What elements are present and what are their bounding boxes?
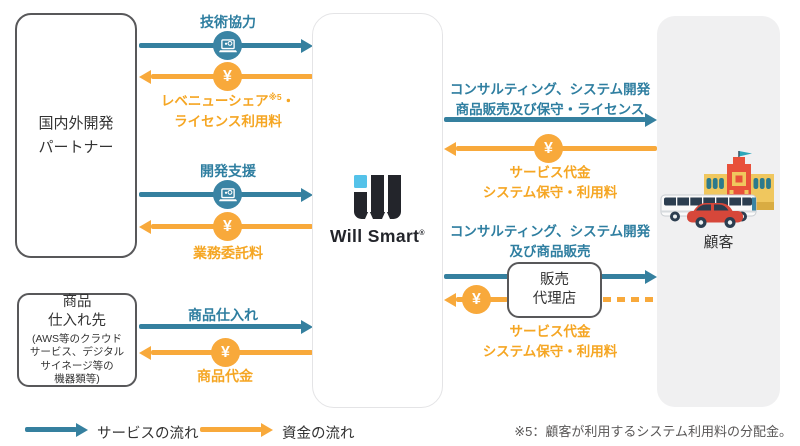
service-fee-line1: サービス代金 bbox=[509, 165, 591, 180]
legend-service-label: サービスの流れ bbox=[97, 426, 199, 442]
yen-symbol: ¥ bbox=[223, 217, 232, 235]
dealer-box: 販売 代理店 bbox=[507, 262, 602, 318]
yen-symbol: ¥ bbox=[223, 67, 232, 85]
laptop-icon bbox=[213, 180, 242, 209]
service-arrow-consulting-sales bbox=[444, 117, 646, 122]
label-consulting-dealer: コンサルティング、システム開発 及び商品販売 bbox=[444, 222, 656, 263]
label-dev-support: 開発支援 bbox=[200, 163, 256, 179]
yen-icon: ¥ bbox=[534, 134, 563, 163]
partner-label: 国内外開発 パートナー bbox=[38, 115, 114, 156]
customer-label: 顧客 bbox=[703, 234, 734, 251]
trademark-symbol: ® bbox=[419, 229, 425, 237]
dealer-service-fee-line1: サービス代金 bbox=[509, 324, 591, 339]
consulting-line2: 商品販売及び保守・ライセンス bbox=[455, 102, 645, 118]
revenue-share-footnote-ref: ※5 bbox=[268, 92, 282, 102]
yen-icon: ¥ bbox=[213, 62, 242, 91]
label-service-fee: サービス代金 システム保守・利用料 bbox=[444, 163, 656, 204]
service-arrow-product-purchase bbox=[139, 324, 302, 329]
supplier-box: 商品 仕入れ先 (AWS等のクラウド サービス、デジタル サイネージ等の 機器類… bbox=[17, 293, 137, 387]
yen-symbol: ¥ bbox=[544, 139, 553, 157]
customer-illustration bbox=[660, 151, 774, 228]
will-smart-logo-icon bbox=[354, 174, 401, 219]
label-product-purchase: 商品仕入れ bbox=[188, 307, 258, 323]
brand-name: Will Smart® bbox=[330, 226, 425, 247]
laptop-icon bbox=[213, 31, 242, 60]
supplier-title: 商品 仕入れ先 bbox=[48, 293, 106, 329]
arrowhead-right-icon bbox=[301, 320, 313, 334]
supplier-detail: (AWS等のクラウド サービス、デジタル サイネージ等の 機器類等) bbox=[29, 332, 125, 386]
license-fee-text: ライセンス利用料 bbox=[174, 113, 282, 129]
partner-box: 国内外開発 パートナー bbox=[15, 13, 137, 258]
brand-text: Will Smart bbox=[330, 225, 420, 246]
dealer-label: 販売 代理店 bbox=[532, 272, 577, 307]
service-fee-line2: システム保守・利用料 bbox=[482, 185, 618, 201]
revenue-share-text: レベニューシェア bbox=[160, 93, 269, 109]
arrowhead-right-icon bbox=[76, 423, 88, 437]
arrowhead-right-icon bbox=[301, 39, 313, 53]
footnote: ※5：顧客が利用するシステム利用料の分配金。 bbox=[514, 424, 792, 439]
arrowhead-left-icon bbox=[139, 70, 151, 84]
arrowhead-right-icon bbox=[645, 113, 657, 127]
arrowhead-left-icon bbox=[139, 346, 151, 360]
yen-symbol: ¥ bbox=[472, 290, 481, 308]
consulting-dealer-line2: 及び商品販売 bbox=[509, 244, 591, 260]
dealer-service-fee-line2: システム保守・利用料 bbox=[482, 344, 618, 360]
legend-funds-arrow bbox=[200, 427, 262, 432]
label-product-payment: 商品代金 bbox=[197, 368, 253, 384]
legend-service-arrow bbox=[25, 427, 77, 432]
label-tech-coop: 技術協力 bbox=[200, 14, 256, 30]
label-revenue-share: レベニューシェア※5・ ライセンス利用料 bbox=[143, 91, 313, 132]
consulting-dealer-line1: コンサルティング、システム開発 bbox=[449, 224, 651, 239]
yen-symbol: ¥ bbox=[221, 343, 230, 361]
will-smart-box: Will Smart® bbox=[312, 13, 443, 408]
label-outsourcing-fee: 業務委託料 bbox=[193, 245, 263, 261]
car-icon bbox=[687, 203, 743, 228]
arrowhead-left-icon bbox=[444, 142, 456, 156]
legend-funds-label: 資金の流れ bbox=[282, 426, 355, 442]
arrowhead-right-icon bbox=[301, 188, 313, 202]
consulting-line1: コンサルティング、システム開発 bbox=[449, 82, 651, 97]
revenue-share-dot: ・ bbox=[281, 93, 296, 109]
label-consulting-sales: コンサルティング、システム開発 商品販売及び保守・ライセンス bbox=[444, 80, 656, 121]
arrowhead-right-icon bbox=[261, 423, 273, 437]
yen-icon: ¥ bbox=[211, 338, 240, 367]
arrowhead-right-icon bbox=[645, 270, 657, 284]
yen-icon: ¥ bbox=[213, 212, 242, 241]
arrowhead-left-icon bbox=[444, 293, 456, 307]
yen-icon: ¥ bbox=[462, 285, 491, 314]
funds-dashed-line-customer-dealer bbox=[603, 297, 658, 302]
arrowhead-left-icon bbox=[139, 220, 151, 234]
label-dealer-service-fee: サービス代金 システム保守・利用料 bbox=[444, 322, 656, 363]
